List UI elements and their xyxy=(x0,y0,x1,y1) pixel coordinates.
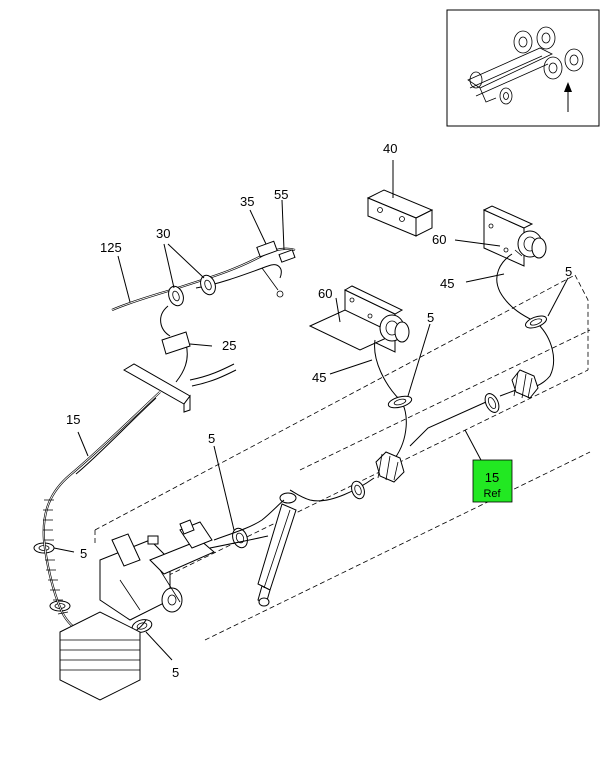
lower-left-assembly xyxy=(59,499,285,701)
callout-40: 40 xyxy=(383,141,397,156)
callout-5-bottom: 5 xyxy=(172,665,179,680)
location-arrow-icon xyxy=(564,82,572,112)
leader-lines xyxy=(53,199,569,661)
bracket-60-middle xyxy=(308,285,410,353)
ref-badge-box[interactable] xyxy=(472,459,513,503)
part-40-block xyxy=(366,160,434,237)
callout-35: 35 xyxy=(240,194,254,209)
callout-5-middle: 5 xyxy=(427,310,434,325)
callout-5-left: 5 xyxy=(80,546,87,561)
callout-15: 15 xyxy=(66,412,80,427)
callout-60-upper: 60 xyxy=(432,232,446,247)
callout-25: 25 xyxy=(222,338,236,353)
frame-rail xyxy=(94,274,591,641)
shock-absorber xyxy=(257,492,297,607)
callout-30: 30 xyxy=(156,226,170,241)
callout-5-center: 5 xyxy=(208,431,215,446)
callout-45-middle: 45 xyxy=(312,370,326,385)
callout-55: 55 xyxy=(274,187,288,202)
left-bracket xyxy=(123,363,237,413)
callout-5-right: 5 xyxy=(565,264,572,279)
callout-60-middle: 60 xyxy=(318,286,332,301)
upper-harness-125 xyxy=(111,240,296,383)
ref-badge[interactable]: 15 Ref xyxy=(472,459,513,503)
inset-locator-view xyxy=(446,9,600,127)
ref-badge-label: Ref xyxy=(483,488,501,500)
connector-upper xyxy=(511,369,539,399)
connector-lower xyxy=(375,451,405,483)
callout-45-upper: 45 xyxy=(440,276,454,291)
bracket-60-upper xyxy=(454,205,547,267)
ref-badge-number: 15 xyxy=(485,470,499,485)
callout-125: 125 xyxy=(100,240,122,255)
callout-labels: 40 35 55 30 125 25 60 60 45 45 5 5 5 5 5… xyxy=(66,141,572,680)
